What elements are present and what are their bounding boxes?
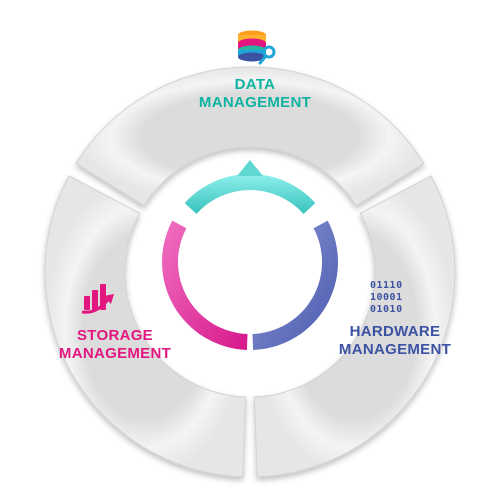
inner-segment-data <box>184 173 316 214</box>
inner-segment-storage <box>162 220 248 350</box>
hardware-management-title-line2: MANAGEMENT <box>338 341 452 358</box>
bar-chart-growth-icon <box>81 284 114 314</box>
outer-ring <box>44 66 456 478</box>
binary-line: 01010 <box>370 304 403 315</box>
storage-management-title-line1: STORAGE <box>76 327 153 344</box>
database-key-icon <box>238 30 276 65</box>
inner-ring <box>162 160 338 350</box>
inner-segment-hardware <box>252 220 338 350</box>
binary-line: 01110 <box>370 280 403 291</box>
cycle-arrow-tip <box>237 160 263 176</box>
hardware-management-label: HARDWARE MANAGEMENT <box>320 323 470 359</box>
binary-code-icon: 01110 10001 01010 <box>370 280 430 316</box>
outer-segment-data <box>75 66 425 207</box>
storage-management-title-line2: MANAGEMENT <box>58 345 172 362</box>
data-management-title-line2: MANAGEMENT <box>198 94 312 111</box>
outer-segment-storage <box>44 175 247 478</box>
binary-line: 10001 <box>370 292 403 303</box>
hardware-management-title-line1: HARDWARE <box>349 323 441 340</box>
data-management-title-line1: DATA <box>234 76 276 93</box>
storage-management-label: STORAGE MANAGEMENT <box>40 327 190 363</box>
outer-segment-hardware <box>253 175 456 478</box>
data-management-label: DATA MANAGEMENT <box>170 76 340 112</box>
